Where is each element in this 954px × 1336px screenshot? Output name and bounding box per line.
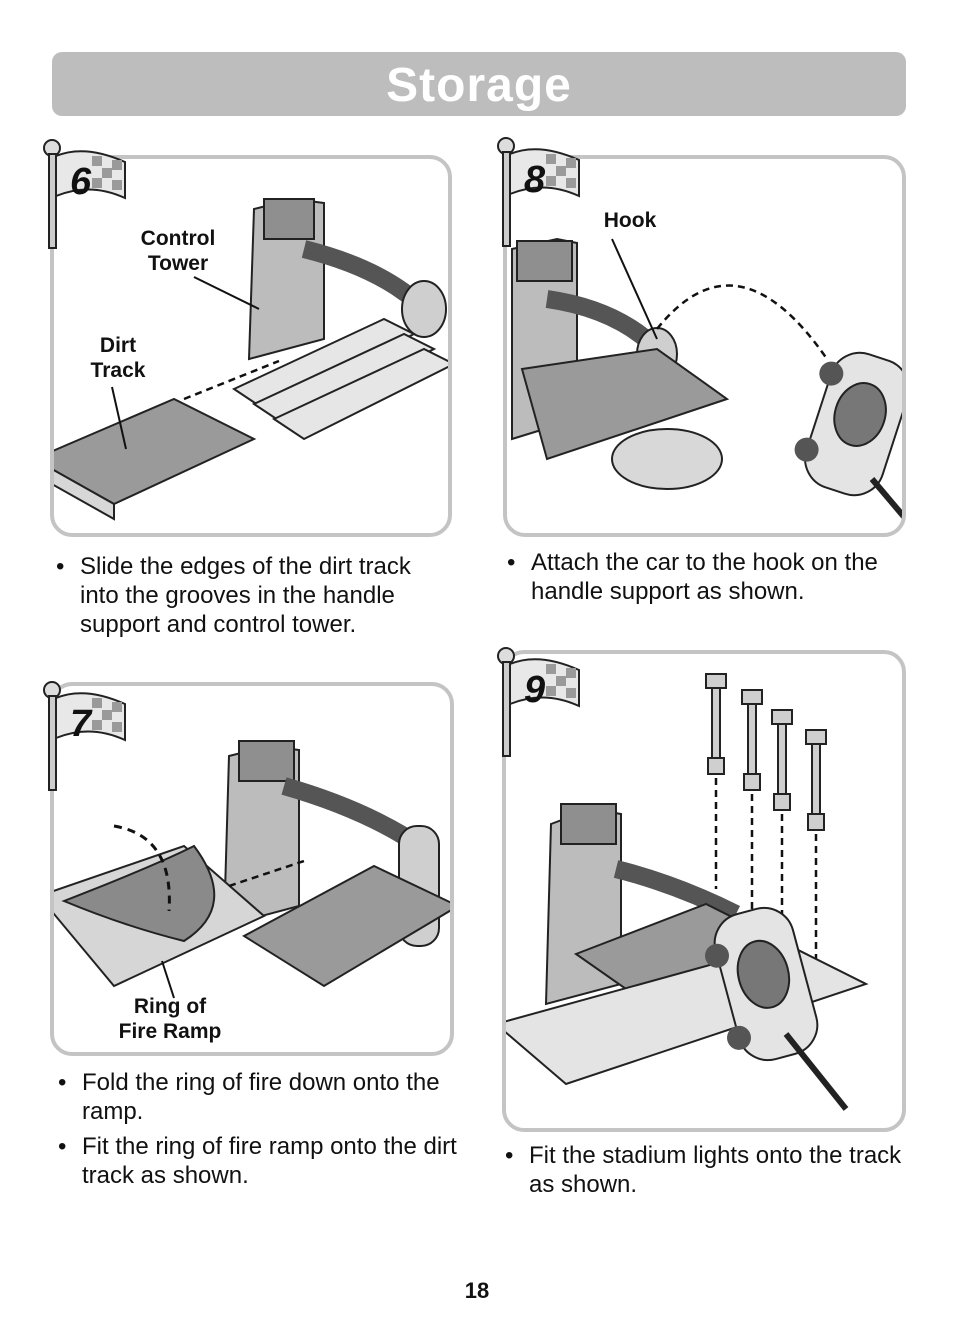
step-9-instructions: Fit the stadium lights onto the track as… xyxy=(505,1141,905,1205)
step-8-flag-icon: 8 xyxy=(497,137,580,247)
step-6-instructions: Slide the edges of the dirt track into t… xyxy=(56,552,456,645)
step-6-number: 6 xyxy=(70,161,92,203)
callout-hook: Hook xyxy=(603,209,657,232)
step-8-number: 8 xyxy=(524,159,546,201)
step-7-instructions: Fold the ring of fire down onto the ramp… xyxy=(58,1068,458,1196)
step-7-panel xyxy=(50,682,454,1056)
instruction-item: Slide the edges of the dirt track into t… xyxy=(56,552,456,639)
step-6-panel xyxy=(50,155,452,537)
step-8-illustration xyxy=(511,237,902,520)
step-9-number: 9 xyxy=(524,669,545,711)
page-title: Storage xyxy=(386,59,572,112)
step-6-flag-icon: 6 xyxy=(43,139,126,249)
step-6-illustration xyxy=(54,197,448,521)
instruction-item: Fit the stadium lights onto the track as… xyxy=(505,1141,905,1199)
step-7-illustration xyxy=(54,740,450,999)
step-7-flag-icon: 7 xyxy=(43,681,126,791)
step-8-panel xyxy=(503,155,906,537)
header-banner: Storage xyxy=(52,52,906,116)
page-number: 18 xyxy=(464,1278,490,1303)
instruction-item: Attach the car to the hook on the handle… xyxy=(507,548,907,606)
step-9-panel xyxy=(502,650,906,1132)
instruction-item: Fold the ring of fire down onto the ramp… xyxy=(58,1068,458,1126)
step-9-flag-icon: 9 xyxy=(497,647,580,757)
step-7-number: 7 xyxy=(70,703,93,745)
step-8-instructions: Attach the car to the hook on the handle… xyxy=(507,548,907,612)
instruction-item: Fit the ring of fire ramp onto the dirt … xyxy=(58,1132,458,1190)
step-9-illustration xyxy=(506,673,869,1111)
